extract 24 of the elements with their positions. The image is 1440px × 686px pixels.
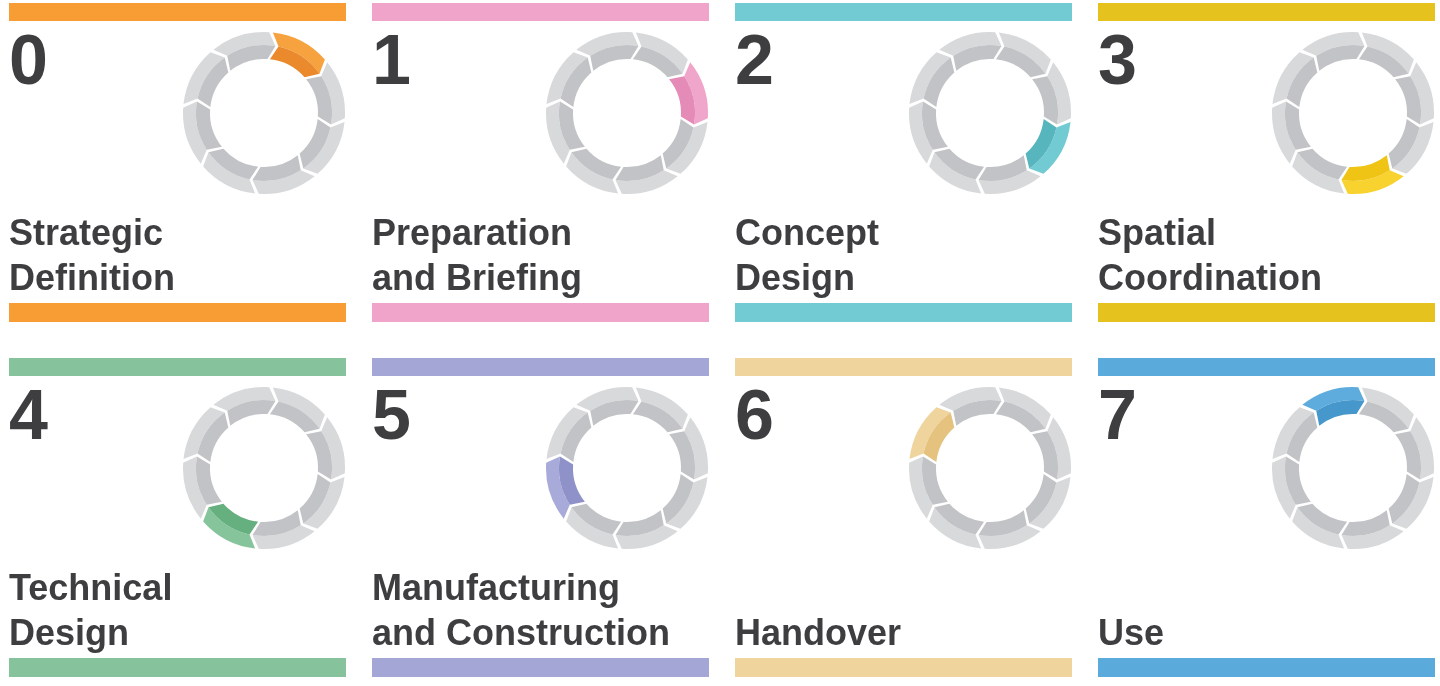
stage-card — [372, 358, 709, 677]
stage-title: Preparation and Briefing — [372, 211, 582, 300]
stage-number: 7 — [1098, 380, 1137, 450]
stage-title: Concept Design — [735, 211, 879, 300]
stage-title: Use — [1098, 611, 1165, 655]
stage-card — [735, 358, 1072, 677]
stage-number: 5 — [372, 380, 411, 450]
stage-number: 2 — [735, 25, 774, 95]
stage-card — [1098, 358, 1435, 677]
stage-title: Spatial Coordination — [1098, 211, 1322, 300]
stage-title: Manufacturing and Construction — [372, 566, 670, 655]
stage-card — [372, 3, 709, 322]
stage-card — [1098, 3, 1435, 322]
stage-number: 0 — [9, 25, 48, 95]
stage-number: 6 — [735, 380, 774, 450]
stage-card — [735, 3, 1072, 322]
stage-number: 3 — [1098, 25, 1137, 95]
stage-number: 1 — [372, 25, 411, 95]
stage-card — [9, 3, 346, 322]
stage-title: Strategic Definition — [9, 211, 175, 300]
stage-card — [9, 358, 346, 677]
stage-number: 4 — [9, 380, 48, 450]
stage-title: Handover — [735, 611, 902, 655]
stage-title: Technical Design — [9, 566, 173, 655]
